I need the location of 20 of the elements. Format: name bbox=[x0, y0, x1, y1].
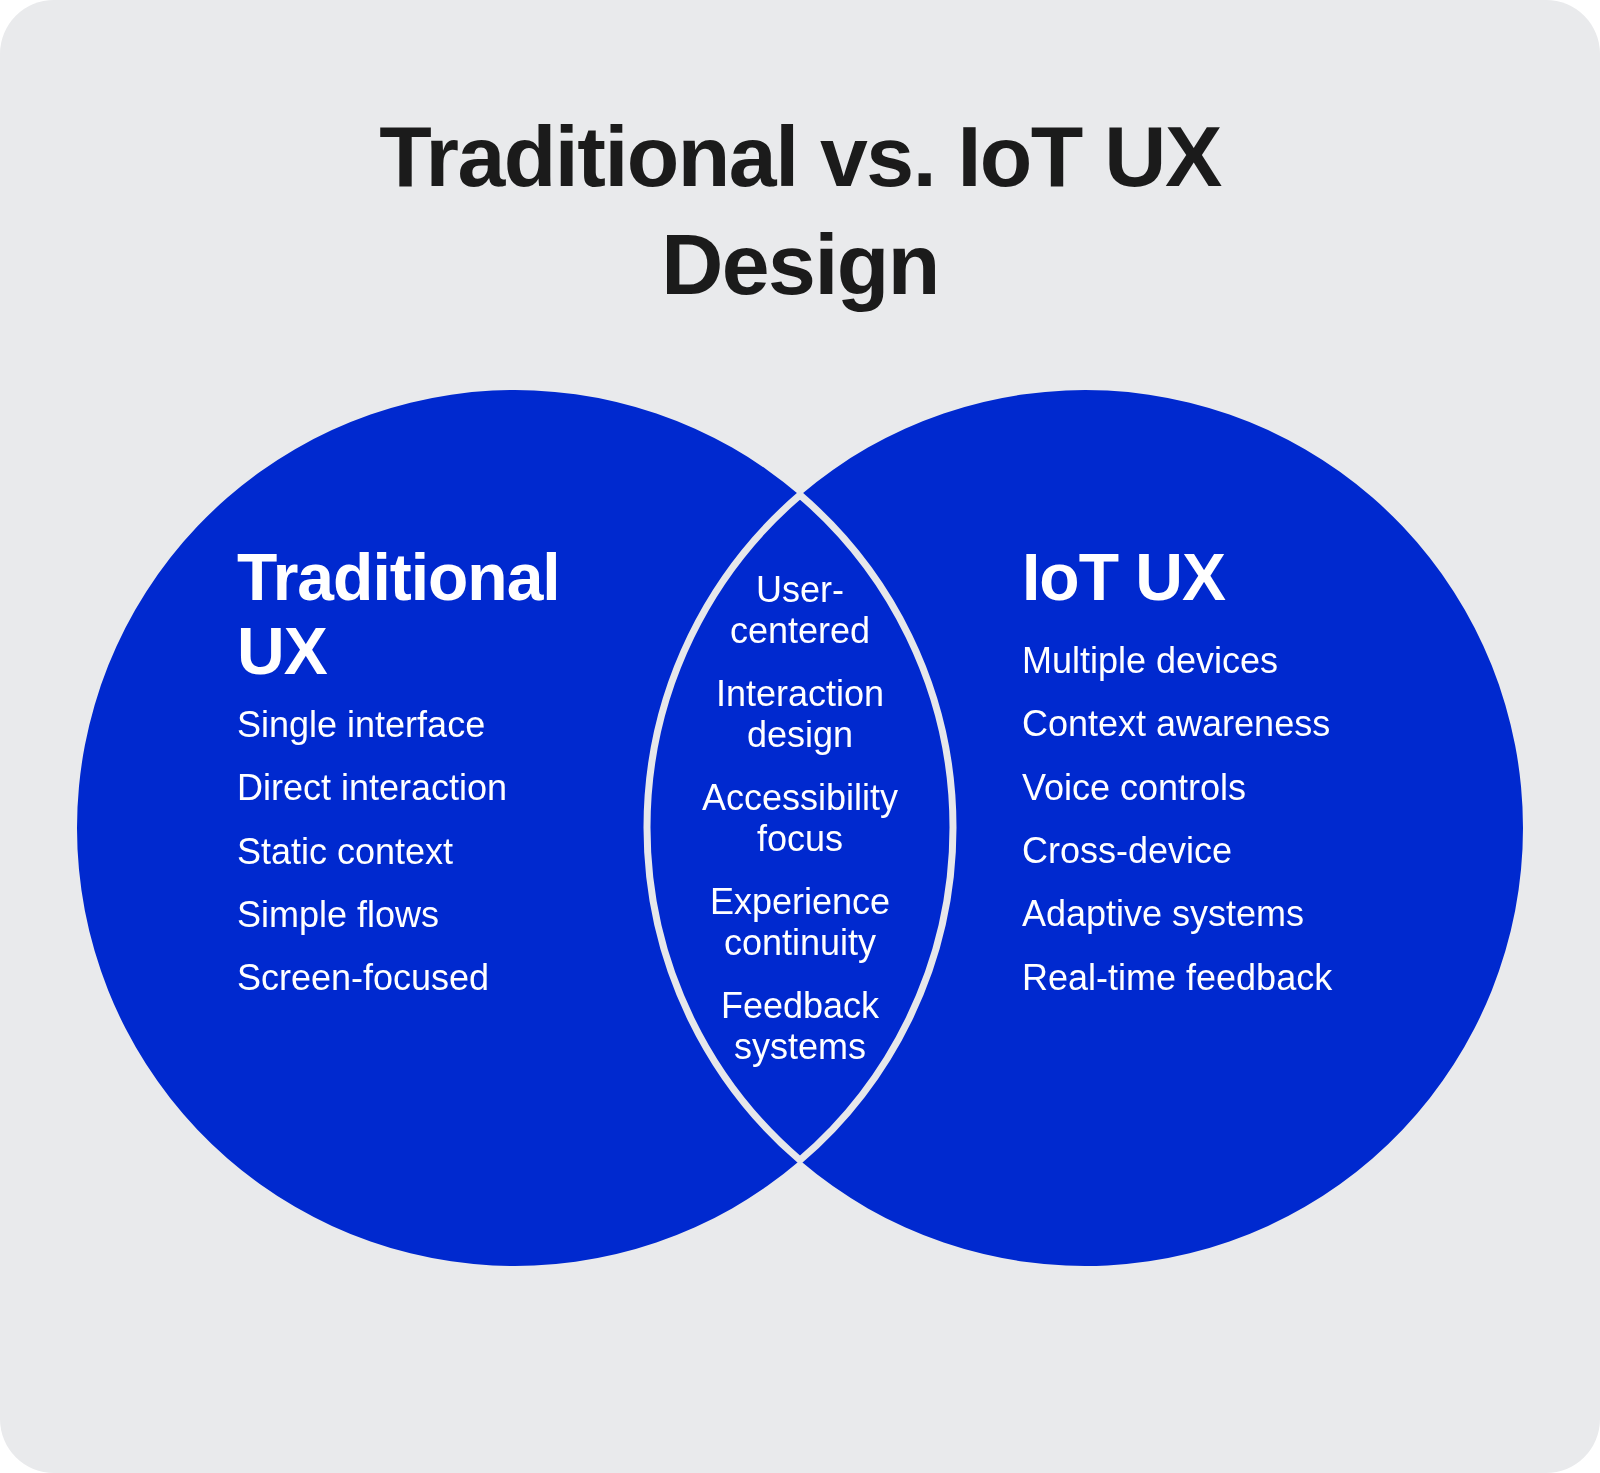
circle-heading: Traditional UX bbox=[237, 540, 561, 688]
list-item: Direct interaction bbox=[237, 766, 508, 810]
overlap-item: Experience continuity bbox=[708, 881, 892, 964]
overlap-item: Feedback systems bbox=[719, 985, 881, 1068]
title: Traditional vs. IoT UX Design bbox=[378, 107, 1223, 314]
overlap-item: Interaction design bbox=[714, 673, 886, 756]
list-item: Static context bbox=[237, 829, 454, 873]
list-item: Voice controls bbox=[1022, 765, 1247, 809]
venn-overlap bbox=[642, 490, 958, 1166]
list-item: Simple flows bbox=[237, 892, 440, 936]
list-item: Real-time feedback bbox=[1022, 955, 1333, 999]
circle-heading: IoT UX bbox=[1022, 540, 1226, 614]
list-item: Cross-device bbox=[1022, 828, 1233, 872]
list-item: Context awareness bbox=[1022, 702, 1331, 746]
overlap-item: User-centered bbox=[728, 569, 872, 652]
list-item: Screen-focused bbox=[237, 956, 490, 1000]
overlap-item: Accessibility focus bbox=[700, 777, 900, 860]
list-item: Single interface bbox=[237, 703, 486, 746]
list-item: Multiple devices bbox=[1022, 639, 1279, 682]
list-item: Adaptive systems bbox=[1022, 892, 1305, 936]
